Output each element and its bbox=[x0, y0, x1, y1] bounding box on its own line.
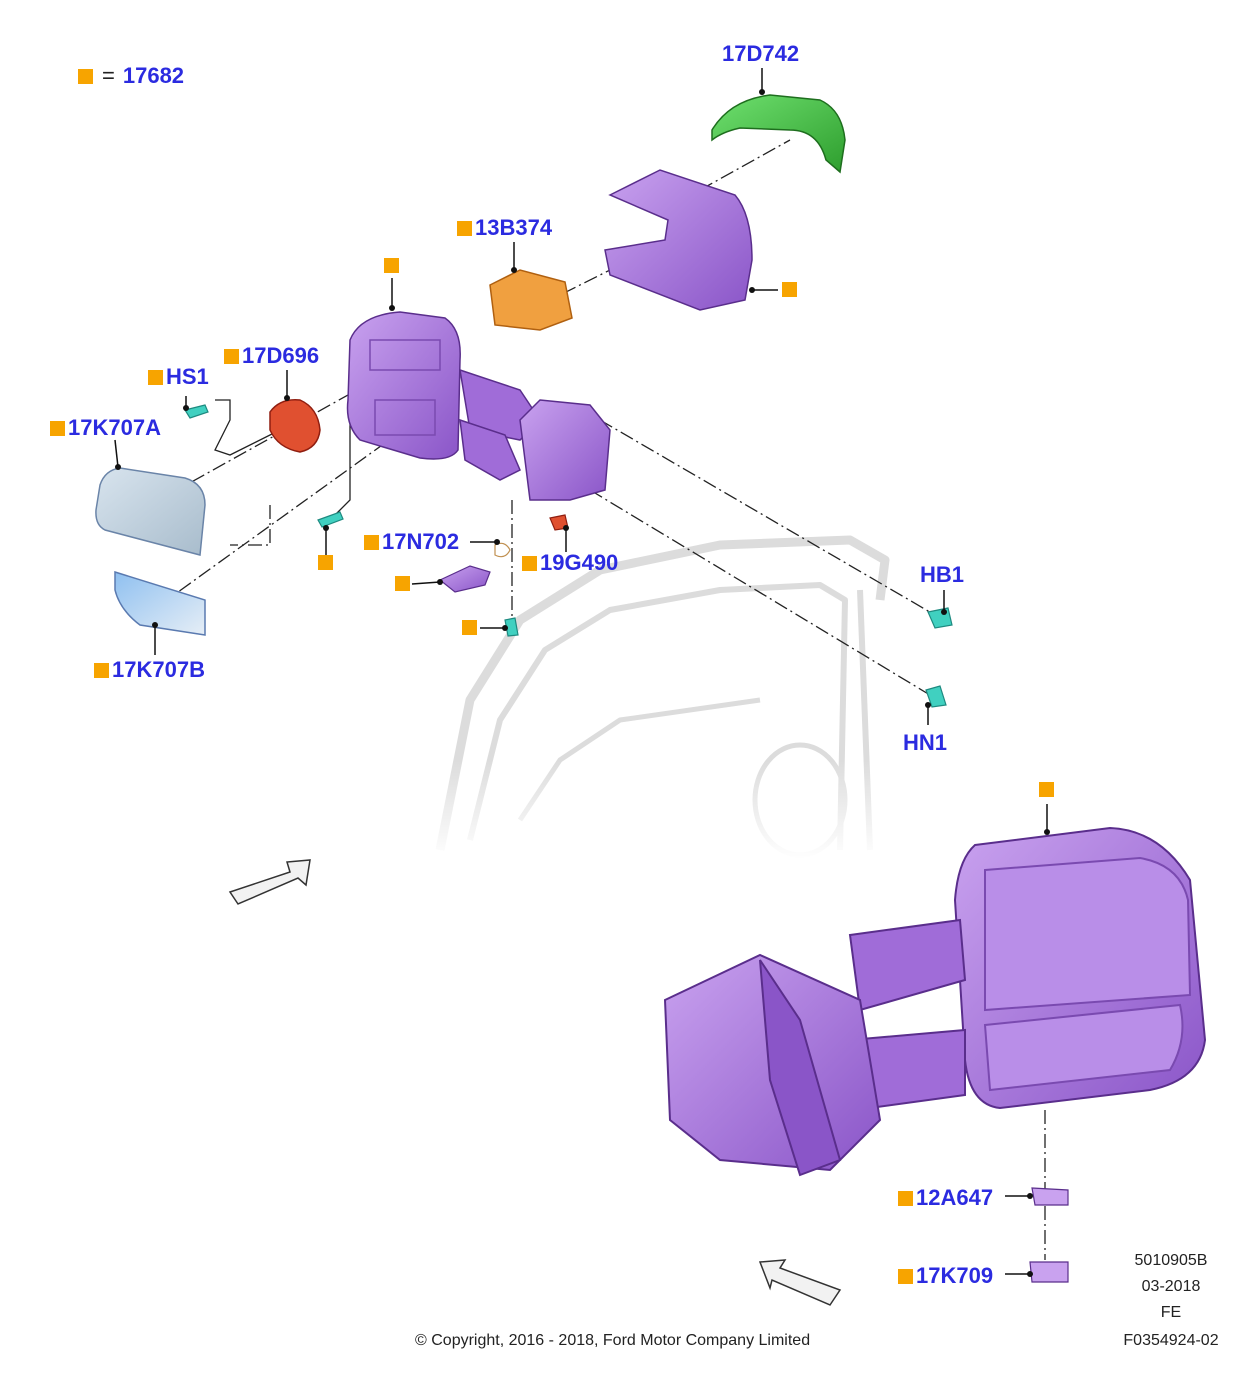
footer-code: FE bbox=[1160, 1304, 1182, 1321]
callout-label: 19G490 bbox=[540, 550, 619, 575]
mirror-back-housing bbox=[604, 169, 753, 311]
callout-19g490[interactable]: 19G490 bbox=[522, 551, 618, 575]
leader-lines-solid bbox=[214, 399, 351, 516]
marker-square bbox=[384, 258, 399, 273]
legend-marker bbox=[78, 68, 93, 84]
callout-marker-lamp[interactable] bbox=[395, 576, 413, 591]
footer-figure-id: F0354924-02 bbox=[1123, 1332, 1219, 1349]
leader-lines bbox=[149, 139, 1046, 1260]
marker-square bbox=[364, 534, 379, 550]
callout-hs1[interactable]: HS1 bbox=[148, 365, 209, 389]
callout-label: 17D742 bbox=[722, 41, 800, 66]
callout-17k709[interactable]: 17K709 bbox=[898, 1264, 993, 1288]
callout-marker-clip[interactable] bbox=[462, 620, 480, 635]
marker-square bbox=[457, 220, 472, 236]
callout-label: HB1 bbox=[920, 562, 965, 587]
marker-square bbox=[94, 662, 109, 678]
callout-hn1[interactable]: HN1 bbox=[903, 731, 947, 755]
callout-17d742[interactable]: 17D742 bbox=[722, 42, 799, 66]
assembled-mirror bbox=[663, 826, 1207, 1177]
callout-leaders bbox=[114, 68, 1048, 1275]
callout-label: 13B374 bbox=[475, 215, 553, 240]
marker-square bbox=[395, 576, 410, 591]
marker-square bbox=[462, 620, 477, 635]
marker-square bbox=[224, 348, 239, 364]
marker-square bbox=[898, 1268, 913, 1284]
marker-square bbox=[898, 1190, 913, 1206]
marker-square bbox=[318, 555, 333, 570]
mirror-glass-lower bbox=[114, 570, 206, 636]
copyright-text: © Copyright, 2016 - 2018, Ford Motor Com… bbox=[415, 1332, 811, 1349]
callout-marker-housing[interactable] bbox=[384, 258, 402, 273]
footer-ref: 5010905B bbox=[1134, 1252, 1208, 1269]
mirror-cap bbox=[711, 94, 846, 174]
callout-marker-screw[interactable] bbox=[318, 555, 336, 570]
callout-marker-assembly[interactable] bbox=[1039, 782, 1057, 797]
small-parts bbox=[438, 514, 1069, 1283]
legend-equals: = bbox=[102, 63, 115, 88]
callout-dots bbox=[115, 89, 1050, 1277]
callout-label: 17K709 bbox=[916, 1263, 994, 1288]
callout-label: 12A647 bbox=[916, 1185, 994, 1210]
callout-label: 17K707B bbox=[112, 657, 205, 682]
legend-code: 17682 bbox=[122, 63, 185, 88]
mirror-motor bbox=[269, 399, 321, 453]
callout-label: 17N702 bbox=[382, 529, 460, 554]
callout-13b374[interactable]: 13B374 bbox=[457, 216, 552, 240]
mirror-bracket bbox=[489, 269, 573, 331]
mirror-glass-upper bbox=[95, 467, 206, 556]
callout-label: HS1 bbox=[166, 364, 209, 389]
callout-17k707a[interactable]: 17K707A bbox=[50, 416, 161, 440]
callout-17n702[interactable]: 17N702 bbox=[364, 530, 459, 554]
marker-square bbox=[148, 369, 163, 385]
marker-square bbox=[522, 555, 537, 571]
marker-square bbox=[1039, 782, 1054, 797]
callout-label: 17D696 bbox=[242, 343, 320, 368]
callout-17k707b[interactable]: 17K707B bbox=[94, 658, 205, 682]
view-arrows bbox=[228, 859, 842, 1306]
marker-square bbox=[782, 282, 797, 297]
callout-label: 17K707A bbox=[68, 415, 161, 440]
callout-hb1[interactable]: HB1 bbox=[920, 563, 964, 587]
callout-12a647[interactable]: 12A647 bbox=[898, 1186, 993, 1210]
legend: = 17682 bbox=[78, 64, 184, 88]
footer-date: 03-2018 bbox=[1141, 1278, 1201, 1295]
callout-17d696[interactable]: 17D696 bbox=[224, 344, 319, 368]
marker-square bbox=[50, 420, 65, 436]
mirror-frame-assembly bbox=[346, 311, 611, 501]
callout-marker-back-housing[interactable] bbox=[782, 282, 800, 297]
callout-label: HN1 bbox=[903, 730, 948, 755]
door-fade bbox=[420, 760, 900, 860]
